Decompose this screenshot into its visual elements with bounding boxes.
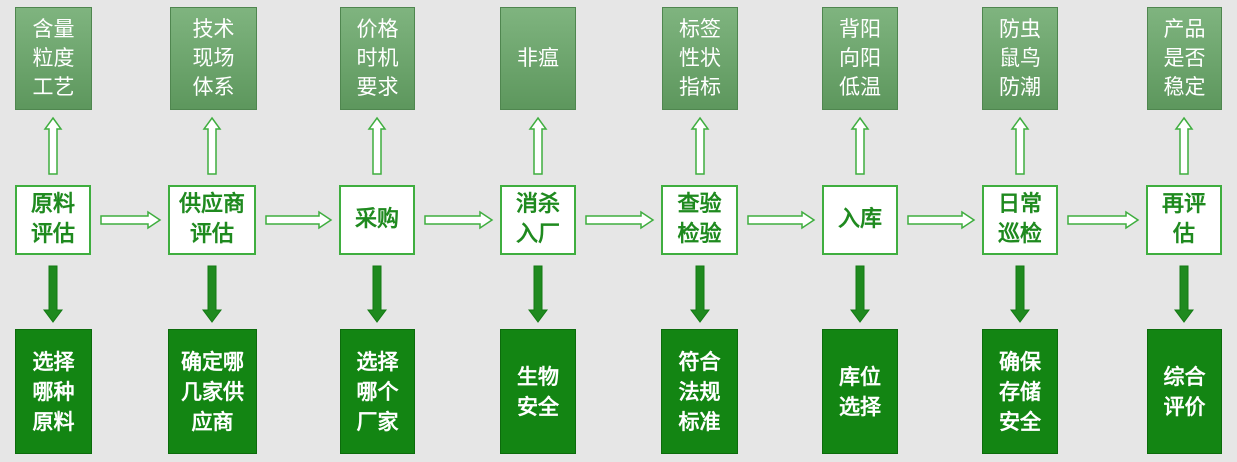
up-arrow-7 xyxy=(1010,116,1030,175)
bottom-box-3: 选择 哪个 厂家 xyxy=(340,329,415,454)
mid-box-8: 再评 估 xyxy=(1146,185,1222,255)
bottom-label-6: 库位 选择 xyxy=(839,364,881,419)
top-box-8: 产品 是否 稳定 xyxy=(1147,7,1222,110)
up-arrow-3 xyxy=(367,116,387,175)
down-arrow-2 xyxy=(202,265,222,323)
mid-box-4: 消杀 入厂 xyxy=(500,185,576,255)
bottom-label-7: 确保 存储 安全 xyxy=(999,349,1041,434)
down-arrow-3 xyxy=(367,265,387,323)
right-arrow-6 xyxy=(907,210,976,230)
top-box-3: 价格 时机 要求 xyxy=(340,7,415,110)
mid-label-2: 供应商 评估 xyxy=(178,192,245,247)
right-arrow-3 xyxy=(424,210,494,230)
right-arrow-1 xyxy=(100,210,162,230)
bottom-box-6: 库位 选择 xyxy=(822,329,898,454)
down-arrow-4 xyxy=(528,265,548,323)
top-box-4: 非瘟 xyxy=(500,7,576,110)
down-arrow-1 xyxy=(43,265,63,323)
mid-label-7: 日常 巡检 xyxy=(997,192,1042,247)
mid-label-6: 入库 xyxy=(837,207,882,232)
down-arrow-5 xyxy=(690,265,710,323)
up-arrow-1 xyxy=(43,116,63,175)
right-arrow-7 xyxy=(1067,210,1140,230)
up-arrow-8 xyxy=(1174,116,1194,175)
top-label-6: 背阳 向阳 低温 xyxy=(839,17,881,99)
mid-box-5: 查验 检验 xyxy=(661,185,738,255)
top-box-5: 标签 性状 指标 xyxy=(662,7,738,110)
mid-label-3: 采购 xyxy=(354,207,399,232)
right-arrow-5 xyxy=(747,210,816,230)
up-arrow-4 xyxy=(528,116,548,175)
bottom-box-2: 确定哪 几家供 应商 xyxy=(168,329,257,454)
top-box-2: 技术 现场 体系 xyxy=(170,7,257,110)
mid-box-3: 采购 xyxy=(339,185,415,255)
mid-label-5: 查验 检验 xyxy=(677,192,722,247)
up-arrow-6 xyxy=(850,116,870,175)
up-arrow-2 xyxy=(202,116,222,175)
right-arrow-2 xyxy=(265,210,333,230)
down-arrow-8 xyxy=(1174,265,1194,323)
top-label-2: 技术 现场 体系 xyxy=(192,17,235,99)
top-box-6: 背阳 向阳 低温 xyxy=(822,7,898,110)
mid-box-6: 入库 xyxy=(822,185,898,255)
up-arrow-5 xyxy=(690,116,710,175)
right-arrow-4 xyxy=(585,210,655,230)
bottom-label-2: 确定哪 几家供 应商 xyxy=(181,349,244,434)
top-label-1: 含量 粒度 工艺 xyxy=(32,17,75,99)
mid-box-1: 原料 评估 xyxy=(15,185,91,255)
top-label-7: 防虫 鼠鸟 防潮 xyxy=(999,17,1041,99)
bottom-box-4: 生物 安全 xyxy=(500,329,576,454)
mid-label-8: 再评 估 xyxy=(1161,192,1206,247)
bottom-label-3: 选择 哪个 厂家 xyxy=(356,349,399,434)
bottom-label-4: 生物 安全 xyxy=(517,364,559,419)
top-label-3: 价格 时机 要求 xyxy=(356,17,399,99)
bottom-box-5: 符合 法规 标准 xyxy=(661,329,738,454)
bottom-label-5: 符合 法规 标准 xyxy=(678,349,721,434)
top-label-5: 标签 性状 指标 xyxy=(679,17,721,99)
bottom-label-1: 选择 哪种 原料 xyxy=(32,349,75,434)
top-label-8: 产品 是否 稳定 xyxy=(1163,17,1206,99)
down-arrow-6 xyxy=(850,265,870,323)
down-arrow-7 xyxy=(1010,265,1030,323)
bottom-label-8: 综合 评价 xyxy=(1163,364,1206,419)
top-box-7: 防虫 鼠鸟 防潮 xyxy=(982,7,1058,110)
mid-label-1: 原料 评估 xyxy=(30,192,75,247)
bottom-box-1: 选择 哪种 原料 xyxy=(15,329,92,454)
top-label-4: 非瘟 xyxy=(517,46,559,70)
mid-box-2: 供应商 评估 xyxy=(168,185,256,255)
mid-label-4: 消杀 入厂 xyxy=(515,192,560,247)
bottom-box-8: 综合 评价 xyxy=(1147,329,1222,454)
top-box-1: 含量 粒度 工艺 xyxy=(15,7,92,110)
bottom-box-7: 确保 存储 安全 xyxy=(982,329,1058,454)
mid-box-7: 日常 巡检 xyxy=(982,185,1058,255)
